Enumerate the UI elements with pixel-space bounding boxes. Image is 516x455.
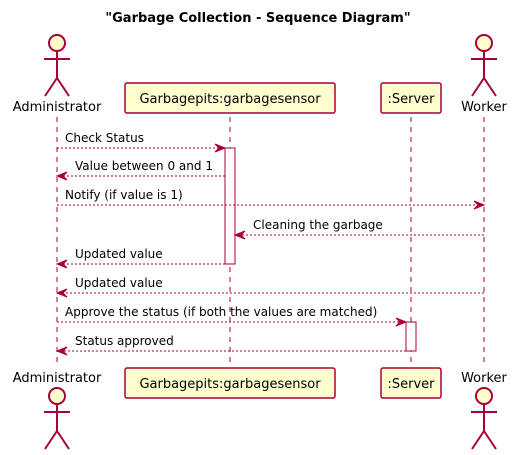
message-label: Cleaning the garbage bbox=[253, 218, 383, 232]
message-label: Value between 0 and 1 bbox=[75, 159, 213, 173]
arrowhead bbox=[214, 143, 227, 153]
message-5: Updated value bbox=[55, 247, 225, 269]
participant-box bbox=[380, 367, 442, 399]
participants: AdministratorAdministratorGarbagepits:ga… bbox=[13, 34, 508, 450]
actor-worker-top: Worker bbox=[461, 34, 508, 115]
lifelines bbox=[56, 117, 485, 365]
activation-bars bbox=[224, 147, 417, 352]
actor-admin-top: Administrator bbox=[13, 34, 102, 115]
participant-box bbox=[380, 82, 442, 114]
actor-label: Worker bbox=[461, 371, 507, 386]
message-7: Approve the status (if both the values a… bbox=[57, 305, 408, 327]
actor-label: Administrator bbox=[13, 371, 102, 386]
arrowhead bbox=[55, 171, 68, 181]
participant-server-bottom: :Server bbox=[380, 367, 442, 399]
arrowhead bbox=[233, 230, 246, 240]
participant-sensor-top: Garbagepits:garbagesensor bbox=[124, 82, 336, 114]
participant-box bbox=[124, 367, 336, 399]
arrowhead bbox=[55, 259, 68, 269]
person-icon bbox=[471, 34, 497, 97]
participant-label: Garbagepits:garbagesensor bbox=[139, 92, 321, 107]
message-label: Approve the status (if both the values a… bbox=[65, 305, 377, 319]
message-label: Updated value bbox=[75, 276, 163, 290]
diagram-title: "Garbage Collection - Sequence Diagram" bbox=[105, 11, 410, 26]
message-8: Status approved bbox=[55, 334, 406, 356]
participant-box bbox=[124, 82, 336, 114]
participant-sensor-bottom: Garbagepits:garbagesensor bbox=[124, 367, 336, 399]
actor-label: Administrator bbox=[13, 100, 102, 115]
person-icon bbox=[44, 34, 70, 97]
person-icon bbox=[44, 387, 70, 450]
arrowhead bbox=[55, 346, 68, 356]
participant-label: :Server bbox=[387, 92, 435, 107]
actor-label: Worker bbox=[461, 100, 507, 115]
message-label: Status approved bbox=[75, 334, 174, 348]
message-label: Updated value bbox=[75, 247, 163, 261]
arrowhead bbox=[395, 317, 408, 327]
message-4: Cleaning the garbage bbox=[233, 218, 484, 240]
participant-label: :Server bbox=[387, 377, 435, 392]
activation-bar-server bbox=[405, 321, 417, 352]
message-label: Notify (if value is 1) bbox=[65, 188, 183, 202]
message-label: Check Status bbox=[65, 131, 144, 145]
actor-worker-bottom: Worker bbox=[461, 371, 508, 450]
arrowhead bbox=[55, 288, 68, 298]
message-6: Updated value bbox=[55, 276, 484, 298]
arrowhead bbox=[473, 200, 486, 210]
message-1: Check Status bbox=[57, 131, 227, 153]
participant-label: Garbagepits:garbagesensor bbox=[139, 377, 321, 392]
participant-server-top: :Server bbox=[380, 82, 442, 114]
message-2: Value between 0 and 1 bbox=[55, 159, 225, 181]
person-icon bbox=[471, 387, 497, 450]
actor-admin-bottom: Administrator bbox=[13, 371, 102, 450]
activation-bar-sensor bbox=[224, 147, 236, 265]
message-3: Notify (if value is 1) bbox=[57, 188, 486, 210]
